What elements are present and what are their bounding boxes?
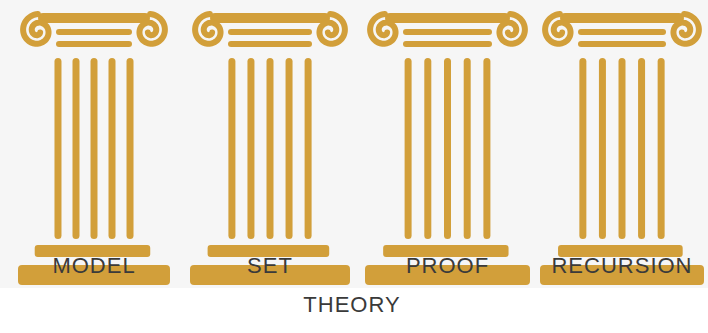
- shaft-flute: [109, 58, 116, 239]
- shaft-flute: [286, 58, 293, 239]
- shaft-flute: [267, 58, 274, 239]
- volute: [673, 14, 698, 44]
- capital-band: [56, 41, 132, 47]
- pillar-label: RECURSION: [551, 255, 692, 277]
- capital-band: [56, 29, 132, 35]
- shaft-flute: [54, 58, 61, 239]
- shaft-flute: [127, 58, 134, 239]
- shaft-flute: [658, 58, 665, 239]
- column-shape: [365, 8, 530, 285]
- pillar-label: MODEL: [52, 255, 135, 277]
- shaft-flute: [305, 58, 312, 239]
- capital-band: [403, 29, 492, 35]
- shaft-flute: [405, 58, 412, 239]
- pillar-column: PROOF: [365, 8, 530, 285]
- shaft-flute: [91, 58, 98, 239]
- shaft-flute: [424, 58, 431, 239]
- shaft-flute: [619, 58, 626, 239]
- pillar-label: PROOF: [406, 255, 489, 277]
- shaft-flute: [638, 58, 645, 239]
- shaft-flute: [228, 58, 235, 239]
- volute: [499, 14, 524, 44]
- volute: [195, 14, 220, 44]
- shaft-flute: [599, 58, 606, 239]
- shaft-flute: [579, 58, 586, 239]
- capital-band: [228, 29, 312, 35]
- capital-bar: [560, 13, 684, 23]
- pillar-column: RECURSION: [540, 8, 704, 285]
- capital-band: [403, 41, 492, 47]
- shaft-flute: [72, 58, 79, 239]
- volute: [139, 14, 164, 44]
- column-shape: [190, 8, 350, 285]
- capital-band: [578, 41, 666, 47]
- column-shape: [540, 8, 704, 285]
- shaft-flute: [444, 58, 451, 239]
- pillar-label: SET: [247, 255, 293, 277]
- backdrop: [0, 0, 708, 288]
- capital-band: [228, 41, 312, 47]
- volute: [370, 14, 395, 44]
- shaft-flute: [247, 58, 254, 239]
- capital-band: [578, 29, 666, 35]
- shaft-flute: [464, 58, 471, 239]
- volute: [23, 14, 48, 44]
- volute: [545, 14, 570, 44]
- capital-bar: [210, 13, 330, 23]
- caption-word: THEORY: [303, 294, 400, 316]
- column-shape: [18, 8, 170, 285]
- volute: [319, 14, 344, 44]
- shaft-flute: [483, 58, 490, 239]
- pillar-column: SET: [190, 8, 350, 285]
- pillar-column: MODEL: [18, 8, 170, 285]
- capital-bar: [385, 13, 510, 23]
- capital-bar: [38, 13, 150, 23]
